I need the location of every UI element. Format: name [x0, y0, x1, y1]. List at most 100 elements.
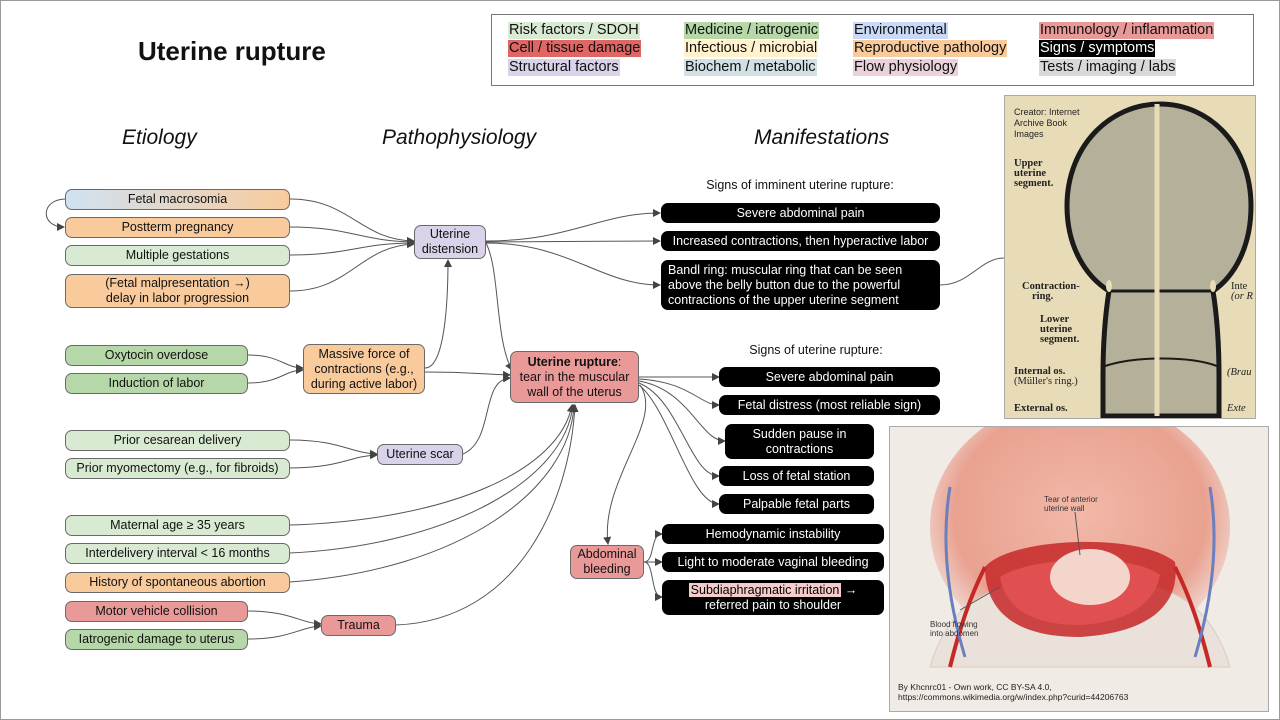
contraction-ring-label: Contraction- ring.: [1022, 281, 1080, 302]
uterine-scar: Uterine scar: [377, 444, 463, 465]
label-line: Upper: [1014, 158, 1043, 169]
abdominal-bleeding: Abdominal bleeding: [570, 545, 644, 579]
brau-label: (Brau: [1227, 367, 1252, 378]
legend-item: Structural factors: [508, 59, 620, 76]
page-title: Uterine rupture: [138, 36, 326, 66]
credit-line: Archive Book: [1014, 118, 1068, 128]
subdiaphragmatic-irritation: Subdiaphragmatic irritation → referred p…: [662, 580, 884, 615]
mullers-ring-label: (Müller's ring.): [1014, 376, 1078, 387]
uterine-tear-drawing: [890, 427, 1268, 711]
legend-item: Environmental: [853, 22, 948, 39]
loss-fetal-station: Loss of fetal station: [719, 466, 874, 486]
rupture-image-credit: By Khcnrc01 - Own work, CC BY-SA 4.0, ht…: [898, 682, 1128, 702]
imminent-signs-header: Signs of imminent uterine rupture:: [706, 178, 894, 192]
subdiaphragmatic-line: Subdiaphragmatic irritation →: [688, 582, 858, 598]
uterus-segments-illustration: Creator: Internet Archive Book Images Up…: [1004, 95, 1256, 419]
trauma: Trauma: [321, 615, 396, 636]
legend-item: Biochem / metabolic: [684, 59, 817, 76]
fetal-macrosomia: Fetal macrosomia: [65, 189, 290, 210]
legend-item: Medicine / iatrogenic: [684, 22, 819, 39]
book-image-credit: Creator: Internet Archive Book Images: [1014, 107, 1080, 140]
exte-label: Exte: [1227, 403, 1246, 414]
abdominal-bleeding-line: Abdominal: [577, 547, 637, 561]
tear-caption: Tear of anterior uterine wall: [1044, 495, 1098, 513]
external-os-label: External os.: [1014, 403, 1068, 414]
uterine-distension: Uterine distension: [414, 225, 486, 259]
legend-item: Risk factors / SDOH: [508, 22, 640, 39]
caption-line: into abdomen: [930, 629, 979, 638]
multiple-gestations: Multiple gestations: [65, 245, 290, 266]
legend-item: Infectious / microbial: [684, 40, 819, 57]
uterine-distension-line: Uterine: [429, 227, 471, 241]
subdiaphragmatic-arrow: →: [841, 582, 858, 597]
massive-force-line: contractions (e.g.,: [314, 361, 414, 376]
legend-item: Tests / imaging / labs: [1039, 59, 1177, 76]
uterine-rupture-line: tear in the muscular: [519, 369, 630, 384]
vaginal-bleeding: Light to moderate vaginal bleeding: [662, 552, 884, 572]
maternal-age: Maternal age ≥ 35 years: [65, 515, 290, 536]
label-line: segment.: [1040, 334, 1080, 345]
referred-pain-line: referred pain to shoulder: [704, 597, 842, 612]
pathophysiology-header: Pathophysiology: [382, 126, 537, 149]
lower-segment-label: Lower uterine segment.: [1040, 314, 1080, 345]
interdelivery-interval: Interdelivery interval < 16 months: [65, 543, 290, 564]
sudden-pause-line: Sudden pause in: [752, 426, 847, 441]
bandl-ring-line: Bandl ring: muscular ring that can be se…: [668, 262, 903, 277]
credit-line: By Khcnrc01 - Own work, CC BY-SA 4.0,: [898, 682, 1052, 692]
rupture-signs-header: Signs of uterine rupture:: [749, 343, 883, 357]
uterine-rupture-line: Uterine rupture:: [528, 355, 622, 370]
fetal-distress: Fetal distress (most reliable sign): [719, 395, 940, 415]
legend-item: Reproductive pathology: [853, 40, 1008, 57]
spontaneous-abortion-history: History of spontaneous abortion: [65, 572, 290, 593]
bandl-ring-line: above the belly button due to the powerf…: [668, 277, 901, 292]
label-line: ring.: [1032, 291, 1054, 302]
motor-vehicle-collision: Motor vehicle collision: [65, 601, 248, 622]
credit-line: https://commons.wikimedia.org/w/index.ph…: [898, 692, 1129, 702]
upper-segment-label: Upper uterine segment.: [1014, 158, 1054, 189]
massive-force-line: during active labor): [310, 376, 418, 391]
increased-contractions: Increased contractions, then hyperactive…: [661, 231, 940, 251]
caption-line: Blood flowing: [930, 620, 978, 629]
massive-force-line: Massive force of: [318, 346, 410, 361]
abdominal-bleeding-line: bleeding: [583, 562, 631, 576]
bandl-ring: Bandl ring: muscular ring that can be se…: [661, 260, 940, 310]
uterus-drawing: [1064, 101, 1254, 418]
uterine-distension-line: distension: [421, 242, 479, 256]
uterine-tear-illustration: Tear of anterior uterine wall Blood flow…: [889, 426, 1269, 712]
massive-force-contractions: Massive force of contractions (e.g., dur…: [303, 344, 425, 394]
imminent-severe-pain: Severe abdominal pain: [661, 203, 940, 223]
legend-item: Cell / tissue damage: [508, 40, 642, 57]
postterm-pregnancy: Postterm pregnancy: [65, 217, 290, 238]
palpable-fetal-parts: Palpable fetal parts: [719, 494, 874, 514]
or-r-label: (or R: [1231, 291, 1253, 302]
caption-line: uterine wall: [1044, 504, 1085, 513]
uterine-rupture: Uterine rupture: tear in the muscular wa…: [510, 351, 639, 403]
uterine-rupture-bold: Uterine rupture: [527, 354, 618, 369]
subdiaphragmatic-highlight: Subdiaphragmatic irritation: [688, 582, 842, 597]
internal-os-label: Internal os.: [1014, 366, 1066, 377]
color-legend: Risk factors / SDOH Medicine / iatrogeni…: [491, 14, 1254, 86]
label-line: segment.: [1014, 178, 1054, 189]
bandl-ring-line: contractions of the upper uterine segmen…: [668, 292, 899, 307]
legend-item: Signs / symptoms: [1039, 40, 1156, 57]
fetal-malpresentation: (Fetal malpresentation →) delay in labor…: [65, 274, 290, 308]
credit-line: Images: [1014, 129, 1044, 139]
malpresentation-line: delay in labor progression: [105, 291, 250, 305]
induction-of-labor: Induction of labor: [65, 373, 248, 394]
legend-item: Immunology / inflammation: [1039, 22, 1215, 39]
rupture-severe-pain: Severe abdominal pain: [719, 367, 940, 387]
uterine-rupture-line: wall of the uterus: [527, 384, 622, 399]
label-line: uterine: [1040, 324, 1073, 335]
manifestations-header: Manifestations: [754, 126, 890, 149]
label-line: Contraction-: [1022, 281, 1080, 292]
legend-item: Flow physiology: [853, 59, 959, 76]
sudden-pause-contractions: Sudden pause in contractions: [725, 424, 874, 459]
inte-label: Inte: [1231, 281, 1248, 292]
oxytocin-overdose: Oxytocin overdose: [65, 345, 248, 366]
etiology-header: Etiology: [122, 126, 197, 149]
prior-myomectomy: Prior myomectomy (e.g., for fibroids): [65, 458, 290, 479]
hemodynamic-instability: Hemodynamic instability: [662, 524, 884, 544]
blood-caption: Blood flowing into abdomen: [930, 620, 978, 638]
prior-cesarean-delivery: Prior cesarean delivery: [65, 430, 290, 451]
